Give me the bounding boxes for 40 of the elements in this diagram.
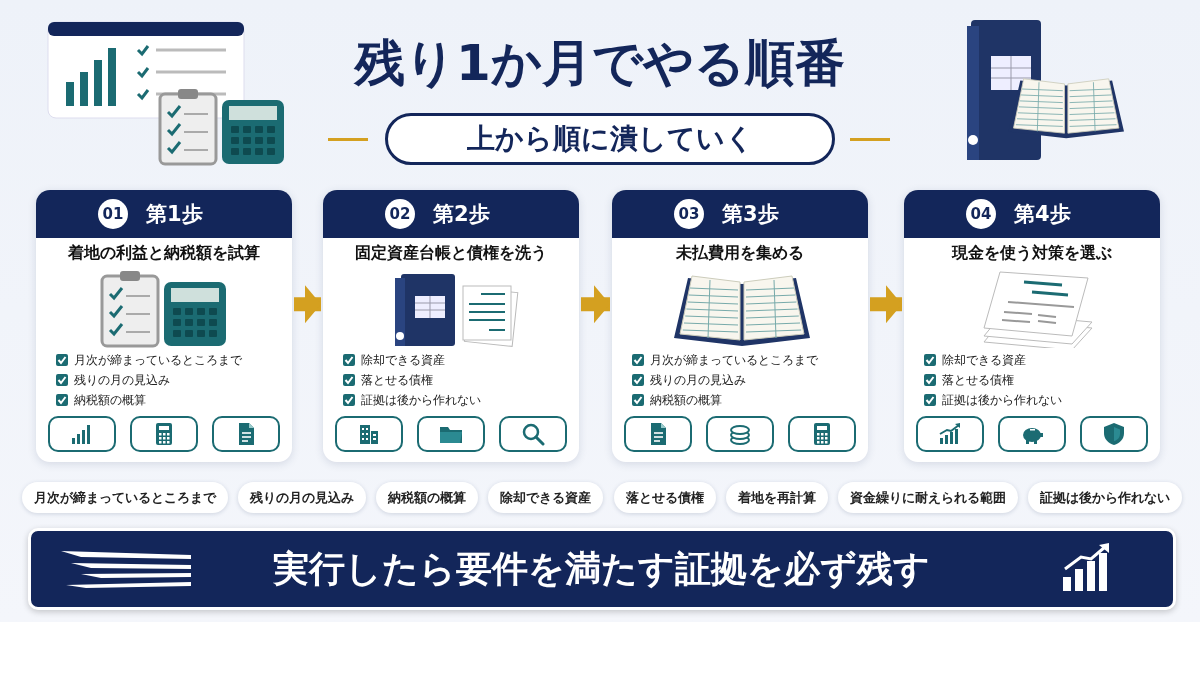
checklist-item: 落とせる債権 — [942, 372, 1014, 389]
step-number: 03 — [674, 199, 704, 229]
step-card — [36, 190, 292, 462]
checklist-item: 納税額の概算 — [650, 392, 722, 409]
step-heading: 固定資産台帳と債権を洗う — [354, 243, 548, 264]
step-number: 04 — [966, 199, 996, 229]
tag-chip: 落とせる債権 — [613, 482, 716, 513]
step-heading: 着地の利益と納税額を試算 — [67, 243, 261, 264]
step-title: 第4歩 — [1014, 201, 1071, 228]
step-number: 02 — [385, 199, 415, 229]
checklist-item: 月次が締まっているところまで — [74, 352, 242, 369]
step-card — [323, 190, 579, 462]
checklist-item: 月次が締まっているところまで — [650, 352, 818, 369]
tag-chip: 資金繰りに耐えられる範囲 — [837, 482, 1018, 513]
checklist-item: 残りの月の見込み — [74, 372, 170, 389]
checklist-item: 納税額の概算 — [74, 392, 146, 409]
tag-chip: 証拠は後から作れない — [1028, 482, 1182, 513]
tag-chip: 除却できる資産 — [488, 482, 604, 513]
step-number: 01 — [98, 199, 128, 229]
checklist-item: 除却できる資産 — [942, 352, 1026, 369]
checklist-item: 証拠は後から作れない — [942, 392, 1062, 409]
title: 残り1か月でやる順番 — [355, 33, 845, 94]
step-title: 第1歩 — [146, 201, 203, 228]
step-heading: 現金を使う対策を選ぶ — [950, 243, 1113, 264]
checklist-item: 落とせる債権 — [361, 372, 433, 389]
tag-chip: 残りの月の見込み — [238, 482, 367, 513]
step-card — [904, 190, 1160, 462]
tag-chip: 着地を再計算 — [725, 482, 828, 513]
tag-chip: 月次が締まっているところまで — [22, 482, 228, 513]
step-title: 第2歩 — [433, 201, 490, 228]
checklist-item: 除却できる資産 — [361, 352, 445, 369]
subtitle-pill: 上から順に潰していく — [385, 113, 835, 165]
checklist-item: 証拠は後から作れない — [361, 392, 481, 409]
banner-text: 実行したら要件を満たす証拠を必ず残す — [271, 547, 931, 591]
step-title: 第3歩 — [722, 201, 779, 228]
tag-chip: 納税額の概算 — [376, 482, 479, 513]
checklist-item: 残りの月の見込み — [650, 372, 746, 389]
step-heading: 未払費用を集める — [675, 243, 805, 264]
step-card — [612, 190, 868, 462]
banner — [28, 528, 1176, 610]
